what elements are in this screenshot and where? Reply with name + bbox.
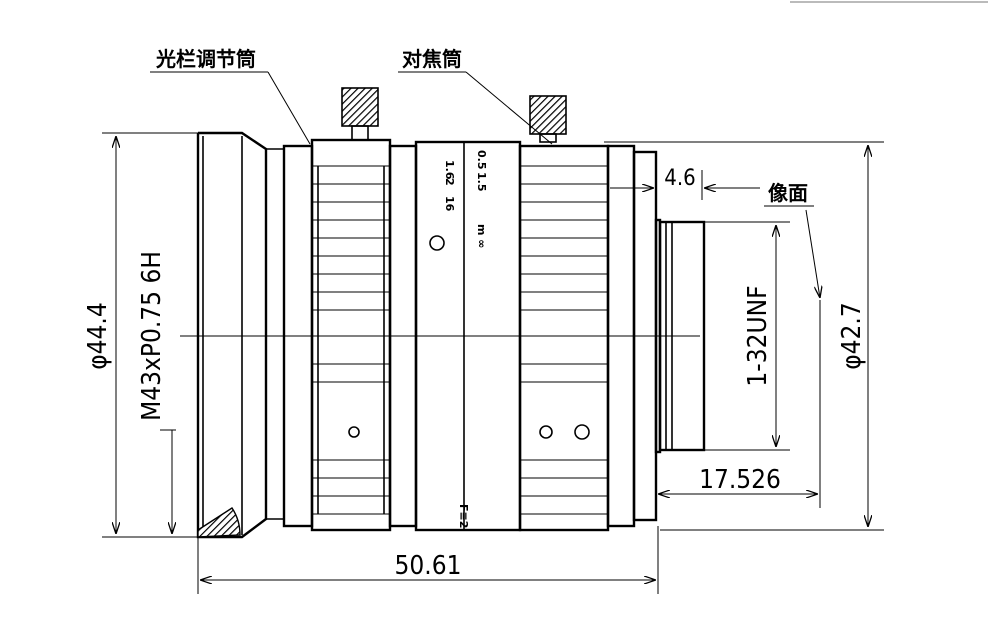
leader-focus-ring: 对焦筒 xyxy=(398,47,553,145)
svg-text:F≡2: F≡2 xyxy=(457,504,470,528)
dim-rear-diameter-text: φ42.7 xyxy=(837,302,867,370)
leader-image-plane: 像面 xyxy=(764,181,820,298)
front-barrel xyxy=(196,131,284,539)
svg-text:2: 2 xyxy=(443,178,456,186)
dim-front-thread-text: M43xP0.75 6H xyxy=(137,251,167,421)
svg-text:1.6: 1.6 xyxy=(443,160,456,180)
focus-ring xyxy=(518,144,658,532)
aperture-ring xyxy=(282,138,418,532)
label-image-plane: 像面 xyxy=(768,181,808,205)
focus-screw-hole-1 xyxy=(539,425,553,439)
dim-outer-diameter-text: φ44.4 xyxy=(83,302,113,370)
index-dot xyxy=(429,235,445,251)
dim-mount-thread-text: 1-32UNF xyxy=(743,285,773,386)
dim-back-focus: 17.526 xyxy=(655,300,821,508)
leader-aperture-ring: 光栏调节筒 xyxy=(150,47,311,145)
dim-length-text: 50.61 xyxy=(395,551,462,581)
aperture-screw-hole xyxy=(348,426,360,438)
focus-knurl xyxy=(520,165,608,515)
dim-outer-diameter: φ44.4 xyxy=(83,132,198,538)
front-thread-section xyxy=(197,507,241,538)
focus-lock-knob xyxy=(529,95,567,143)
dim-rear-diameter: φ42.7 xyxy=(604,141,884,531)
svg-text:1.5: 1.5 xyxy=(475,172,488,192)
focus-screw-hole-2 xyxy=(574,424,590,440)
label-aperture-ring: 光栏调节筒 xyxy=(155,47,256,71)
aperture-lock-knob xyxy=(341,87,379,141)
dim-mount-thread: 1-32UNF xyxy=(704,221,790,451)
dim-flange-gap: 4.6 xyxy=(610,152,760,200)
svg-text:0.5: 0.5 xyxy=(475,150,488,170)
dim-flange-gap-text: 4.6 xyxy=(664,166,695,191)
dim-back-focus-text: 17.526 xyxy=(699,465,781,495)
aperture-knurl xyxy=(312,165,390,515)
dim-length: 50.61 xyxy=(197,526,659,594)
dim-front-thread: M43xP0.75 6H xyxy=(137,251,176,534)
label-focus-ring: 对焦筒 xyxy=(402,47,462,71)
svg-text:16: 16 xyxy=(443,196,456,212)
svg-text:m ∞: m ∞ xyxy=(475,224,488,248)
